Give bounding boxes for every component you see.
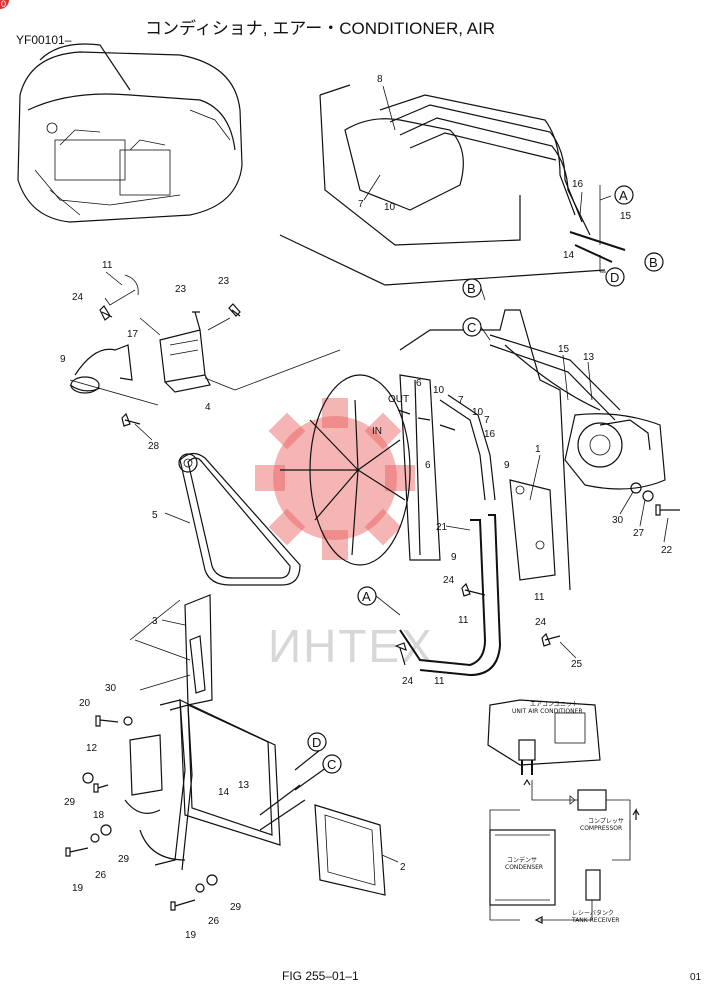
callout-part-27: 27 — [633, 528, 645, 539]
callout-part-24-a: 24 — [72, 292, 84, 303]
port-label-out: OUT — [388, 394, 409, 405]
ref-marker-a-top: A — [614, 185, 634, 205]
callout-part-8: 8 — [377, 74, 383, 85]
fan-and-belt — [178, 374, 441, 586]
relay-bracket-assembly — [69, 274, 341, 406]
callout-part-11-c: 11 — [434, 676, 445, 687]
refrigerant-circuit-schematic — [487, 699, 640, 924]
schematic-condenser-label-jp: コンデンサ — [507, 856, 537, 864]
reference-markers: A B D B C A D C — [307, 185, 664, 774]
callout-part-26-a: 26 — [95, 870, 107, 881]
callout-part-6-a: 6 — [416, 378, 422, 389]
callout-part-26-b: 26 — [208, 916, 220, 927]
callout-part-10-c: 10 — [472, 407, 484, 418]
callout-part-7-a: 7 — [358, 199, 364, 210]
callout-part-11-b: 11 — [458, 615, 469, 626]
watermark-emblem — [255, 398, 415, 560]
svg-text:D: D — [312, 735, 321, 750]
callout-part-24-c: 24 — [535, 617, 547, 628]
callout-part-30-b: 30 — [612, 515, 624, 526]
ref-marker-a-mid: A — [357, 586, 377, 606]
callout-part-9-c: 9 — [451, 552, 457, 563]
callout-part-7-c: 7 — [484, 415, 490, 426]
callout-part-25: 25 — [571, 659, 583, 670]
ref-marker-b-mid: B — [462, 278, 482, 298]
callout-part-22: 22 — [661, 545, 673, 556]
schematic-unit-label-jp: エアコンユニット — [530, 701, 578, 708]
callout-part-15-b: 15 — [558, 344, 570, 355]
evaporator-unit-view — [279, 84, 626, 286]
diagram-title: コンディショナ, エアー・CONDITIONER, AIR — [145, 19, 496, 38]
schematic-unit-label-en: UNIT AIR CONDITIONER — [512, 708, 583, 715]
svg-text:D: D — [610, 270, 619, 285]
callout-part-7-b: 7 — [458, 395, 464, 406]
callout-part-30-a: 30 — [105, 683, 117, 694]
callout-part-14-a: 14 — [563, 250, 575, 261]
ref-marker-d-bottom: D — [307, 732, 327, 752]
callout-part-10-b: 10 — [433, 385, 445, 396]
callout-part-11-d: 11 — [534, 592, 545, 603]
callout-part-16-b: 16 — [484, 429, 496, 440]
callout-part-29-c: 29 — [230, 902, 242, 913]
svg-text:B: B — [467, 281, 476, 296]
callout-part-24-b: 24 — [443, 575, 455, 586]
callout-part-17: 17 — [127, 329, 139, 340]
callout-part-19-a: 19 — [72, 883, 84, 894]
callout-part-29-b: 29 — [118, 854, 130, 865]
machine-overview-sketch — [17, 43, 243, 223]
leader-lines — [105, 85, 669, 863]
svg-text:A: A — [619, 188, 628, 203]
callout-part-19-b: 19 — [185, 930, 197, 941]
callout-part-24-d: 24 — [402, 676, 414, 687]
page-number: 01 — [690, 972, 702, 983]
callout-part-28: 28 — [148, 441, 160, 452]
callout-part-16-a: 16 — [572, 179, 584, 190]
condenser-assembly — [124, 594, 386, 896]
engine-and-compressor — [399, 309, 666, 677]
ref-marker-c-bottom: C — [322, 754, 342, 774]
corner-badge: 0 — [0, 0, 9, 9]
schematic-compressor-label-jp: コンプレッサ — [588, 818, 624, 825]
schematic-compressor-label-en: COMPRESSOR — [580, 825, 622, 832]
callout-part-18: 18 — [93, 810, 105, 821]
callout-part-13-b: 13 — [238, 780, 250, 791]
callout-part-15-a: 15 — [620, 211, 632, 222]
schematic-receiver-label-jp: レシーバタンク — [572, 909, 614, 917]
callout-part-1: 1 — [535, 444, 541, 455]
callout-part-11-a: 11 — [102, 260, 113, 271]
callout-part-13-a: 13 — [583, 352, 595, 363]
callout-part-20: 20 — [79, 698, 91, 709]
schematic-condenser-label-en: CONDENSER — [505, 864, 543, 871]
callout-part-14-b: 14 — [218, 787, 230, 798]
callout-part-23-a: 23 — [175, 284, 187, 295]
fasteners — [65, 303, 680, 911]
callout-part-4: 4 — [205, 402, 211, 413]
figure-number: FIG 255–01–1 — [282, 969, 359, 983]
callout-part-3: 3 — [152, 616, 158, 627]
callout-part-6-b: 6 — [425, 460, 431, 471]
callout-part-10-a: 10 — [384, 202, 396, 213]
svg-text:C: C — [467, 320, 476, 335]
ref-marker-b-top: B — [644, 252, 664, 272]
part-callouts: 1 2 3 4 5 6 6 7 7 7 8 9 9 9 10 10 10 11 … — [60, 74, 673, 941]
callout-part-12: 12 — [86, 743, 98, 754]
callout-part-5: 5 — [152, 510, 158, 521]
callout-part-9-a: 9 — [60, 354, 66, 365]
callout-part-9-b: 9 — [504, 460, 510, 471]
port-label-in: IN — [372, 426, 382, 437]
callout-part-2: 2 — [400, 862, 406, 873]
watermark-text: ИНТЕХ — [268, 620, 434, 672]
diagram-code: YF00101– — [16, 33, 72, 47]
schematic-receiver-label-en: TANK RECEIVER — [571, 917, 619, 924]
svg-text:C: C — [327, 757, 336, 772]
callout-part-23-b: 23 — [218, 276, 230, 287]
callout-part-21: 21 — [436, 522, 448, 533]
callout-part-29-a: 29 — [64, 797, 76, 808]
svg-text:A: A — [362, 589, 371, 604]
ref-marker-d-top: D — [605, 267, 625, 287]
svg-text:B: B — [649, 255, 658, 270]
ref-marker-c-mid: C — [462, 317, 482, 337]
